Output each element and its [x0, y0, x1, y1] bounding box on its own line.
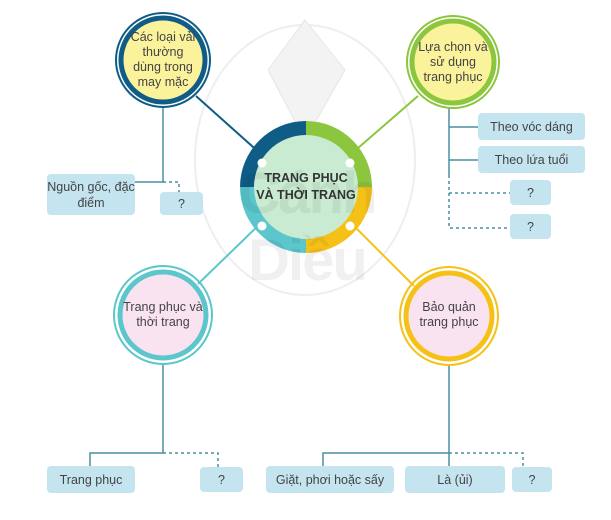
selection-item-age: Theo lứa tuổi: [478, 146, 585, 173]
watermark-text: Cánh Diều: [238, 161, 378, 293]
care-item-blank[interactable]: ?: [512, 467, 552, 492]
selection-title: Lựa chọn và sử dụng trang phục: [418, 39, 488, 84]
selection-item-blank-1[interactable]: ?: [510, 180, 551, 205]
connector-selection: [349, 95, 419, 156]
selection-item-blank-2[interactable]: ?: [510, 214, 551, 239]
fabrics-node: [115, 12, 211, 108]
fabrics-title: Các loại vải thường dùng trong may mặc: [130, 30, 196, 89]
fashion-node: [113, 265, 213, 365]
center-title-line2: VÀ THỜI TRANG: [256, 188, 356, 202]
connector-care: [349, 221, 415, 287]
center-node: [240, 121, 372, 253]
selection-node: [406, 15, 500, 109]
fashion-item-blank[interactable]: ?: [200, 467, 243, 492]
fabrics-item-blank[interactable]: ?: [160, 192, 203, 215]
selection-item-body-shape: Theo vóc dáng: [478, 113, 585, 140]
fashion-item-clothing: Trang phục: [47, 466, 135, 493]
care-item-ironing: Là (ủi): [405, 466, 505, 493]
care-item-washing: Giặt, phơi hoặc sấy: [266, 466, 394, 493]
care-title: Bảo quản trang phục: [419, 300, 479, 329]
tree-lines: [89, 108, 524, 467]
center-title: TRANG PHỤC VÀ THỜI TRANG: [256, 165, 356, 209]
connector-fabrics: [195, 95, 263, 156]
fabrics-item-origin: Nguồn gốc, đặc điểm: [47, 174, 135, 215]
fashion-title: Trang phục và thời trang: [123, 300, 203, 329]
connector-fashion: [197, 221, 263, 285]
care-node: [399, 266, 499, 366]
center-title-line1: TRANG PHỤC: [264, 171, 348, 185]
